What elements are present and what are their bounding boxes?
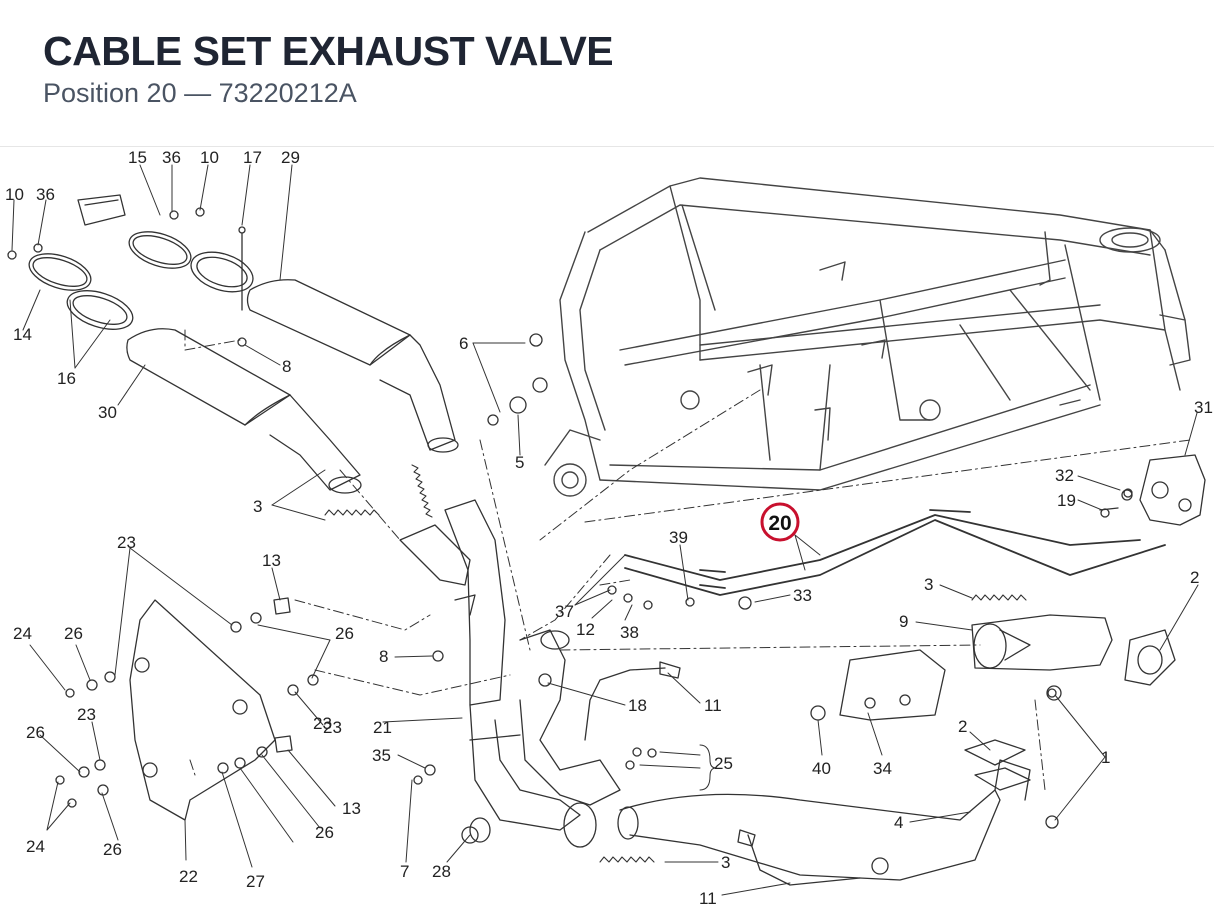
callout-label: 6: [459, 334, 468, 353]
muffler-lower: [126, 328, 362, 494]
callout-label: 13: [342, 799, 361, 818]
callout-label: 22: [179, 867, 198, 886]
callout-label: 21: [373, 718, 392, 737]
callout-label: 5: [515, 453, 524, 472]
highlight-label: 20: [768, 512, 791, 535]
callout-label: 3: [253, 497, 262, 516]
callout-leaders: [11, 164, 1199, 896]
callout-label: 10: [5, 185, 24, 204]
callout-label: 37: [555, 602, 574, 621]
callout-label: 24: [26, 837, 45, 856]
callout-label: 26: [103, 840, 122, 859]
gasket-right: [1124, 629, 1176, 686]
callout-label: 1: [1101, 748, 1110, 767]
callout-label: 26: [335, 624, 354, 643]
callout-label: 3: [924, 575, 933, 594]
callout-label: 23: [77, 705, 96, 724]
callout-label: 19: [1057, 491, 1076, 510]
callout-label: 3: [721, 853, 730, 872]
callout-label: 17: [243, 148, 262, 167]
callout-label: 13: [262, 551, 281, 570]
callout-label: 24: [13, 624, 32, 643]
callout-label: 7: [400, 862, 409, 881]
callout-label: 40: [812, 759, 831, 778]
center-exhaust-pipes: [399, 499, 621, 848]
valve-actuator: [1099, 454, 1206, 526]
callout-label: 12: [576, 620, 595, 639]
callout-label: 27: [246, 872, 265, 891]
front-exhaust-pipe: [617, 739, 1031, 881]
callout-label: 32: [1055, 466, 1074, 485]
callout-label: 26: [64, 624, 83, 643]
lambda-sensors: [584, 661, 861, 886]
callout-label: 26: [26, 723, 45, 742]
callout-label: 11: [704, 696, 722, 715]
callout-label: 25: [714, 754, 733, 773]
page-title: CABLE SET EXHAUST VALVE: [43, 28, 614, 74]
callout-label: 9: [899, 612, 908, 631]
callout-label: 18: [628, 696, 647, 715]
callout-label: 35: [372, 746, 391, 765]
callout-label: 30: [98, 403, 117, 422]
page-subtitle: Position 20 — 73220212A: [43, 78, 357, 108]
heat-cover: [839, 649, 946, 721]
callout-label: 36: [162, 148, 181, 167]
callout-numbers: 15 36 10 17 29 10 36 14 16 8 30 6 5 31 3…: [5, 148, 1213, 908]
callout-label: 14: [13, 325, 32, 344]
callout-label: 16: [57, 369, 76, 388]
exhaust-clamps: [28, 194, 254, 347]
page-header: CABLE SET EXHAUST VALVE Position 20 — 73…: [0, 0, 1214, 146]
muffler-upper: [246, 279, 459, 453]
callout-label: 26: [315, 823, 334, 842]
motorcycle-frame: [544, 177, 1191, 497]
callout-label: 34: [873, 759, 892, 778]
assembly-guide-lines: [184, 329, 1191, 791]
callout-label: 11: [699, 889, 717, 908]
exhaust-valve-body: [971, 614, 1113, 671]
callout-label: 23: [117, 533, 136, 552]
callout-label: 36: [36, 185, 55, 204]
callout-label: 2: [1190, 568, 1199, 587]
highlighted-position-marker[interactable]: 20: [760, 502, 821, 571]
callout-label: 33: [793, 586, 812, 605]
callout-label: 38: [620, 623, 639, 642]
callout-label: 2: [958, 717, 967, 736]
callout-label: 8: [379, 647, 388, 666]
callout-label: 4: [894, 813, 903, 832]
header-divider: [0, 146, 1214, 147]
callout-label: 10: [200, 148, 219, 167]
callout-label: 8: [282, 357, 291, 376]
springs: [324, 464, 1027, 863]
callout-label: 31: [1194, 398, 1213, 417]
callout-label: 28: [432, 862, 451, 881]
callout-label: 29: [281, 148, 300, 167]
fasteners: [7, 207, 1133, 844]
callout-label: 23: [323, 718, 342, 737]
callout-label: 15: [128, 148, 147, 167]
exploded-parts-diagram: 15 36 10 17 29 10 36 14 16 8 30 6 5 31 3…: [0, 147, 1214, 909]
callout-label: 23: [313, 714, 332, 733]
callout-label: 39: [669, 528, 688, 547]
exhaust-valve-cables: [624, 509, 1166, 596]
